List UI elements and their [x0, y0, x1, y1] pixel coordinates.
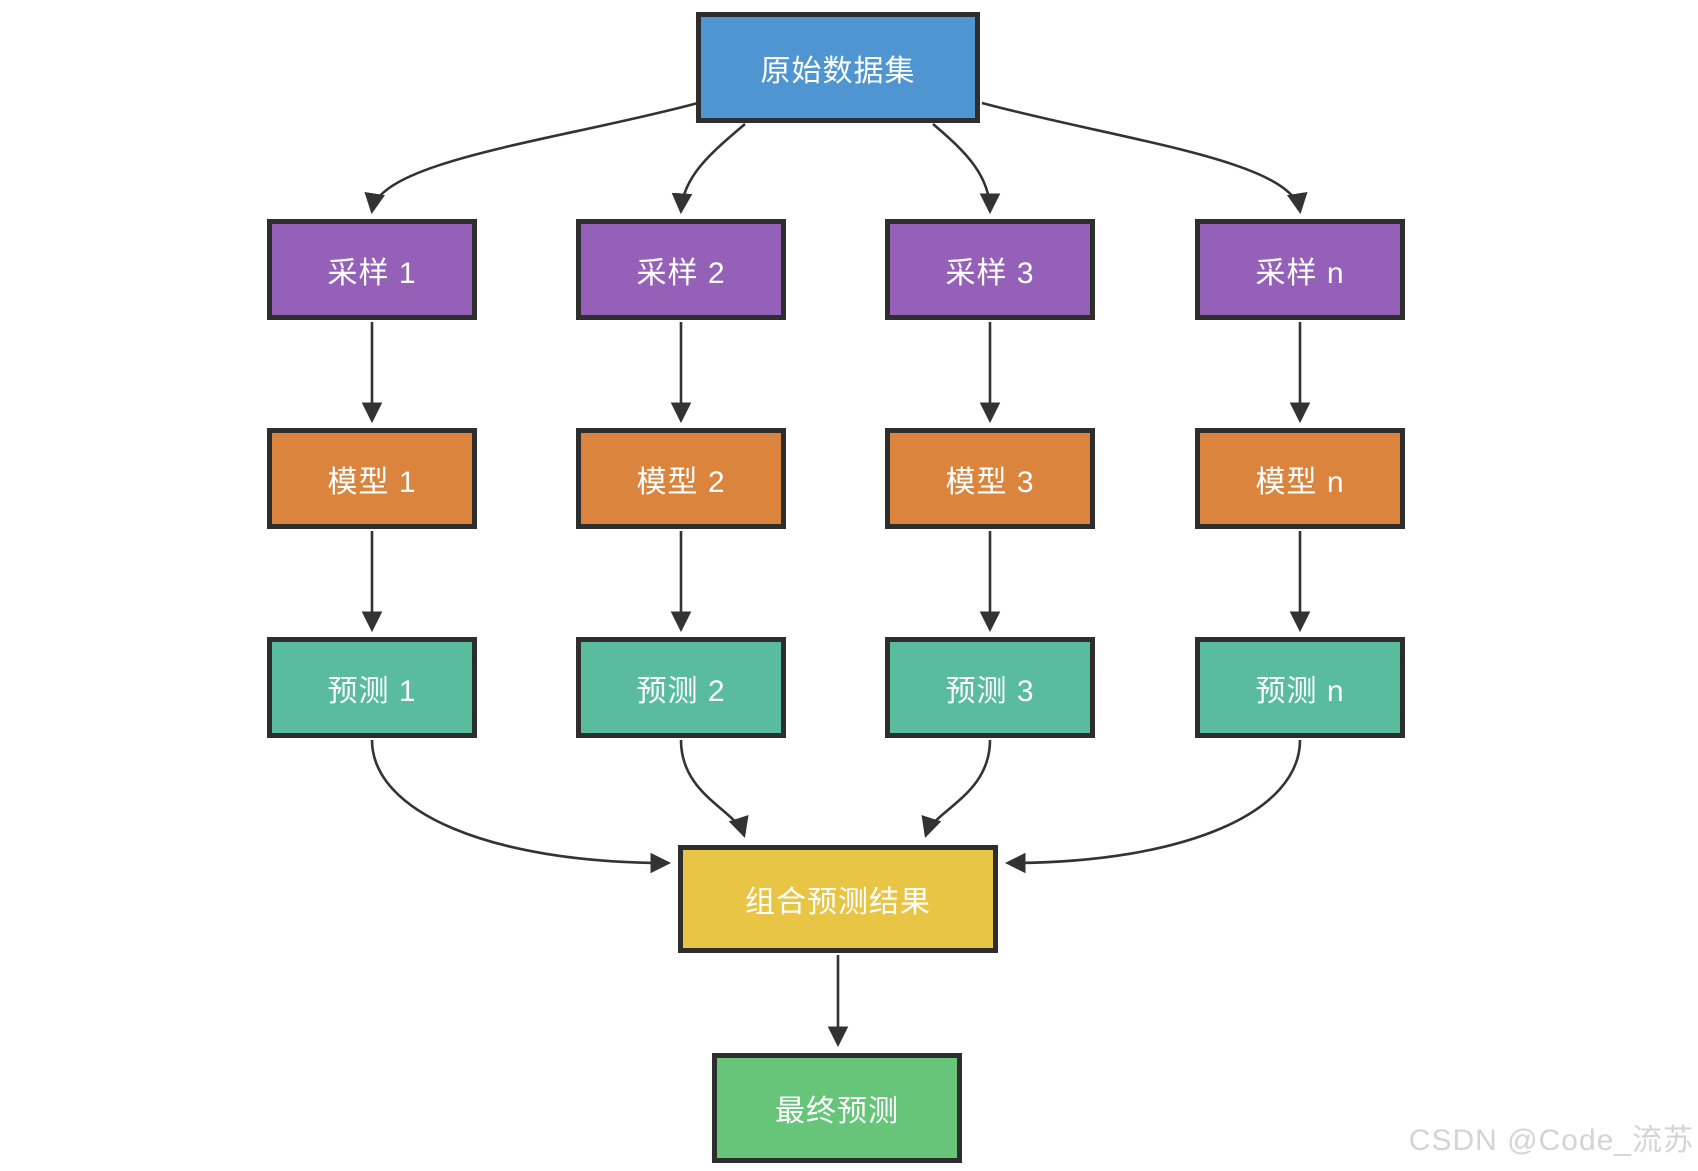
watermark: CSDN @Code_流苏 [1408, 1124, 1694, 1157]
node-sample-1: 采样 1 [267, 219, 477, 320]
node-model-3-label: 模型 3 [945, 465, 1035, 499]
node-final-label: 最终预测 [775, 1095, 899, 1128]
edge-prediction-n-combine [1004, 739, 1302, 874]
node-model-n: 模型 n [1195, 428, 1405, 529]
node-prediction-3-label: 预测 3 [945, 674, 1035, 708]
node-model-2: 模型 2 [576, 428, 786, 529]
node-model-2-label: 模型 2 [636, 465, 726, 499]
node-sample-3-label: 采样 3 [945, 256, 1035, 290]
node-sample-2-label: 采样 2 [636, 256, 726, 290]
node-dataset: 原始数据集 [696, 12, 980, 123]
node-prediction-1-label: 预测 1 [327, 674, 417, 708]
edge-dataset-sample-n [981, 101, 1308, 215]
node-sample-2: 采样 2 [576, 219, 786, 320]
edge-dataset-sample-1 [364, 101, 699, 215]
node-prediction-2-label: 预测 2 [636, 674, 726, 708]
node-sample-n: 采样 n [1195, 219, 1405, 320]
node-prediction-1: 预测 1 [267, 637, 477, 738]
node-sample-n-label: 采样 n [1255, 256, 1345, 290]
node-prediction-n: 预测 n [1195, 637, 1405, 738]
edge-dataset-sample-2 [671, 123, 746, 215]
node-model-1-label: 模型 1 [327, 465, 417, 499]
node-prediction-n-label: 预测 n [1255, 674, 1345, 708]
edge-prediction-1-combine [370, 739, 672, 874]
node-combine-label: 组合预测结果 [745, 886, 931, 919]
edge-prediction-3-combine [921, 739, 992, 838]
node-combine: 组合预测结果 [678, 845, 998, 953]
node-final: 最终预测 [712, 1053, 962, 1163]
node-sample-3: 采样 3 [885, 219, 1095, 320]
node-prediction-2: 预测 2 [576, 637, 786, 738]
node-prediction-3: 预测 3 [885, 637, 1095, 738]
edge-prediction-2-combine [679, 739, 749, 838]
node-model-n-label: 模型 n [1255, 465, 1345, 499]
node-model-3: 模型 3 [885, 428, 1095, 529]
edge-dataset-sample-3 [932, 123, 1001, 215]
node-dataset-label: 原始数据集 [760, 54, 916, 88]
node-model-1: 模型 1 [267, 428, 477, 529]
node-sample-1-label: 采样 1 [327, 256, 417, 290]
